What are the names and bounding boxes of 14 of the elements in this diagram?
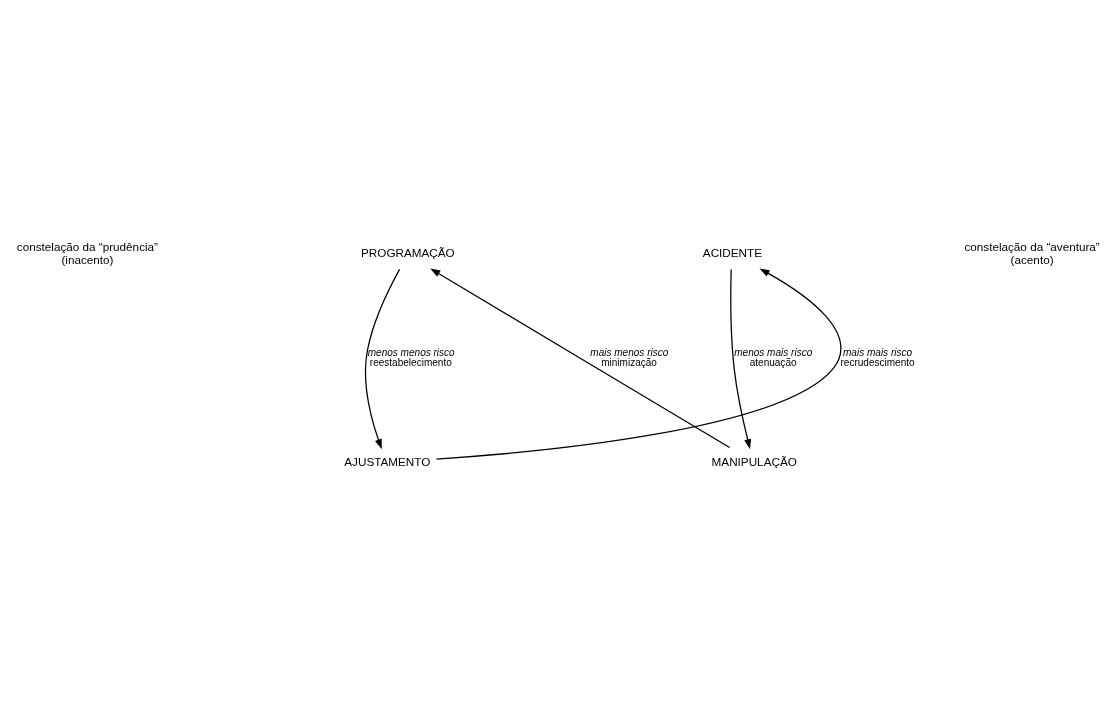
arrow [364,268,401,449]
node-text: PROGRAMAÇÃO [361,245,455,259]
edge-label: mais mais risco recrudescimento [840,346,915,368]
edge-label: menos mais risco atenuação [734,346,813,368]
node-text: ACIDENTE [702,245,763,259]
node-text: AJUSTAMENTO [344,454,431,468]
arrow [435,268,842,460]
arrow [430,267,731,448]
label: constelação da “aventura” (acento) [964,239,1100,266]
label: constelação da “prudência” (inacento) [16,239,159,266]
edge-label: mais menos risco minimização [590,346,669,368]
node-text: MANIPULAÇÃO [711,454,797,468]
edge-label: menos menos risco reestabelecimento [367,346,455,368]
arrow [730,268,752,449]
